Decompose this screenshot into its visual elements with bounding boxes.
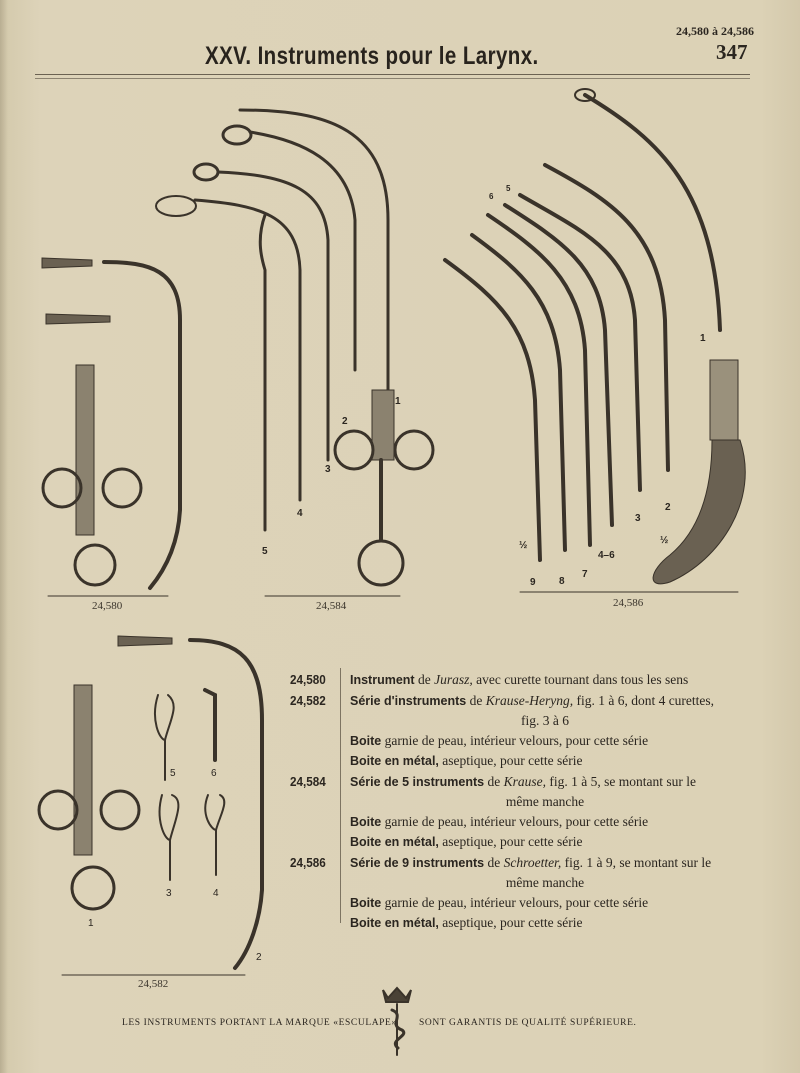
item-author: Jurasz, [434, 672, 473, 687]
figure-label: 1 [88, 918, 94, 929]
item-text: aseptique, pour cette série [438, 834, 583, 849]
figure-label: 2 [665, 502, 671, 513]
item-author: Schroetter, [503, 854, 562, 870]
footer-left-text: LES INSTRUMENTS PORTANT LA MARQUE «ESCUL… [122, 1018, 397, 1028]
krause-heryng-instruments-illustration [37, 635, 264, 976]
header-rule-thin [35, 78, 750, 79]
item-text: de [414, 672, 435, 687]
figure-label: 7 [582, 569, 588, 580]
schroetter-instruments-illustration [443, 88, 746, 593]
figure-label: 5 [506, 184, 511, 193]
page-title: XXV. Instruments pour le Larynx. [205, 42, 539, 70]
item-bold-text: Série de 5 instruments [350, 774, 485, 789]
item-text: de [484, 854, 504, 870]
item-description: Boite garnie de peau, intérieur velours,… [350, 731, 740, 752]
item-description: Boite garnie de peau, intérieur velours,… [350, 812, 740, 833]
table-divider [340, 668, 341, 923]
figure-label: 6 [211, 768, 217, 779]
item-description: Boite en métal, aseptique, pour cette sé… [350, 913, 740, 934]
figure-caption-24580: 24,580 [92, 600, 123, 612]
figure-label: 3 [325, 464, 331, 475]
list-item: 24,586 Série de 9 instruments de Schroett… [290, 853, 740, 893]
figure-label: 6 [489, 192, 494, 201]
item-bold-text: Instrument [350, 673, 415, 687]
item-text: aseptique, pour cette série [438, 753, 583, 768]
item-bold-text: Boite [350, 733, 382, 748]
esculape-logo [382, 986, 412, 1056]
list-item: 24,582 Série d'instruments de Krause-Hery… [290, 691, 740, 731]
item-text-rest: fig. 1 à 6, dont 4 curettes, [573, 692, 715, 708]
list-item: Boite en métal, aseptique, pour cette sé… [290, 751, 740, 772]
list-item: Boite en métal, aseptique, pour cette sé… [290, 913, 740, 934]
item-bold-text: Boite [350, 814, 382, 829]
item-continuation: même manche [505, 794, 585, 809]
item-text-rest: avec curette tournant dans tous les sens [472, 672, 689, 687]
item-text-rest: fig. 1 à 5, se montant sur le [545, 773, 696, 789]
item-number: 24,580 [290, 672, 326, 687]
figure-label: 4 [297, 508, 303, 519]
figure-label: 5 [170, 768, 176, 779]
item-bold-text: Boite en métal, [350, 916, 439, 930]
item-author: Krause-Heryng, [485, 692, 574, 708]
list-item: 24,584 Série de 5 instruments de Krause, … [290, 772, 740, 812]
item-description: Série de 9 instruments de Schroetter, fi… [350, 853, 740, 893]
item-description: Série d'instruments de Krause-Heryng, fi… [350, 691, 740, 731]
list-item: Boite en métal, aseptique, pour cette sé… [290, 832, 740, 853]
figure-caption-24582: 24,582 [138, 978, 169, 990]
figure-label: 8 [559, 576, 565, 587]
figure-label: 1 [395, 396, 401, 407]
item-description: Boite en métal, aseptique, pour cette sé… [350, 751, 740, 772]
footer-right-text: SONT GARANTIS DE QUALITÉ SUPÉRIEURE. [419, 1018, 637, 1028]
figure-label: 4–6 [598, 550, 615, 561]
item-range: 24,580 à 24,586 [676, 24, 754, 38]
item-number: 24,582 [290, 692, 326, 708]
list-item: 24,580 Instrument de Jurasz, avec curette… [290, 670, 740, 691]
item-number: 24,586 [290, 854, 326, 870]
list-item: Boite garnie de peau, intérieur velours,… [290, 731, 740, 752]
figure-label: 4 [213, 888, 219, 899]
item-list: 24,580 Instrument de Jurasz, avec curette… [290, 670, 740, 934]
item-number: 24,584 [290, 773, 326, 789]
figure-label: 1 [700, 333, 706, 344]
figure-caption-24584: 24,584 [316, 600, 347, 612]
header-rule [35, 74, 750, 75]
item-text: de [484, 773, 504, 789]
item-text: de [466, 692, 486, 708]
list-item: Boite garnie de peau, intérieur velours,… [290, 812, 740, 833]
item-continuation: fig. 3 à 6 [521, 713, 569, 728]
figure-caption-24586: 24,586 [613, 597, 644, 609]
item-bold-text: Série de 9 instruments [350, 855, 485, 870]
figure-label: ½ [519, 540, 528, 551]
item-text: garnie de peau, intérieur velours, pour … [381, 894, 649, 910]
item-description: Instrument de Jurasz, avec curette tourn… [350, 670, 740, 691]
item-bold-text: Boite en métal, [350, 835, 439, 849]
item-bold-text: Boite en métal, [350, 754, 439, 768]
item-continuation: même manche [505, 875, 585, 890]
figure-label: 2 [256, 952, 262, 963]
figure-label: 2 [342, 416, 348, 427]
item-description: Boite garnie de peau, intérieur velours,… [350, 893, 740, 914]
figure-label: 3 [166, 888, 172, 899]
figure-label: ½ [660, 535, 669, 546]
item-text: garnie de peau, intérieur velours, pour … [381, 732, 649, 748]
item-text: garnie de peau, intérieur velours, pour … [381, 813, 649, 829]
figure-label: 3 [635, 513, 641, 524]
item-text: aseptique, pour cette série [438, 915, 583, 930]
item-description: Boite en métal, aseptique, pour cette sé… [350, 832, 740, 853]
item-author: Krause, [503, 773, 546, 789]
krause-instruments-illustration [155, 108, 435, 597]
item-bold-text: Série d'instruments [350, 693, 467, 708]
item-description: Série de 5 instruments de Krause, fig. 1… [350, 772, 740, 812]
page-number: 347 [716, 40, 748, 64]
figure-label: 5 [262, 546, 268, 557]
item-bold-text: Boite [350, 895, 382, 910]
jurasz-instrument-illustration [41, 257, 182, 597]
figure-label: 9 [530, 577, 536, 588]
item-text-rest: fig. 1 à 9, se montant sur le [561, 854, 712, 870]
list-item: Boite garnie de peau, intérieur velours,… [290, 893, 740, 914]
